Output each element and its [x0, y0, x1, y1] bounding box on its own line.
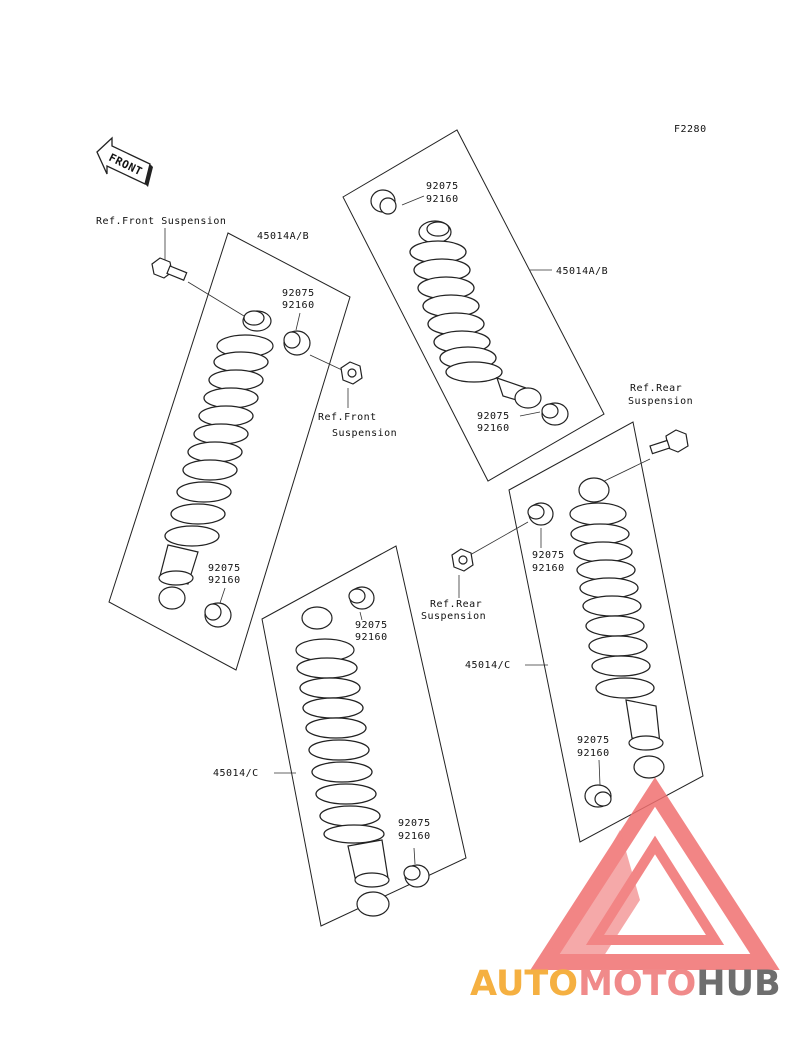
assembly-frame-rear-right	[508, 421, 704, 843]
shock-absorber-rear-left	[261, 545, 467, 927]
shock-absorber-front-left	[108, 228, 363, 671]
ref-rear-suspension-nut-label: Ref.Rear	[430, 599, 482, 610]
assembly-label-45014ab-left: 45014A/B	[257, 231, 309, 242]
bolt-front-left	[151, 257, 188, 281]
part-number-92075: 92075	[532, 550, 565, 561]
part-number-92160: 92160	[282, 300, 315, 311]
assembly-label-45014c-bottom: 45014/C	[213, 768, 259, 779]
part-number-92160: 92160	[355, 632, 388, 643]
figure-code: F2280	[674, 124, 707, 135]
assembly-frame-front-right	[342, 129, 605, 482]
automotohub-watermark-logo	[530, 777, 780, 970]
coil-spring-front-left	[164, 351, 269, 547]
ref-front-suspension-nut-label: Ref.Front	[318, 412, 377, 423]
part-number-92160: 92160	[532, 563, 565, 574]
watermark-moto: MOTO	[578, 964, 696, 1004]
part-number-92160: 92160	[577, 748, 610, 759]
watermark-auto: AUTO	[470, 964, 578, 1004]
ref-rear-suspension-bolt-label: Ref.Rear	[630, 383, 682, 394]
ref-front-suspension-nut-label-2: Suspension	[332, 428, 397, 439]
coil-spring-rear-right	[570, 523, 655, 699]
part-number-92075: 92075	[477, 411, 510, 422]
part-number-92075: 92075	[208, 563, 241, 574]
ref-rear-suspension-nut-label-2: Suspension	[421, 611, 486, 622]
assembly-frame-front-left	[108, 232, 351, 671]
shock-absorber-rear-right	[451, 421, 704, 843]
part-number-92075: 92075	[282, 288, 315, 299]
part-number-92160: 92160	[426, 194, 459, 205]
part-number-92075: 92075	[355, 620, 388, 631]
coil-spring-front-right	[409, 240, 503, 383]
shock-absorber-front-right	[342, 129, 605, 482]
watermark-hub: HUB	[696, 964, 780, 1004]
assembly-frame-rear-left	[261, 545, 467, 927]
part-number-92160: 92160	[398, 831, 431, 842]
coil-spring-rear-left	[296, 657, 385, 844]
part-number-92160: 92160	[208, 575, 241, 586]
part-number-92075: 92075	[577, 735, 610, 746]
part-number-92075: 92075	[426, 181, 459, 192]
watermark-text: AUTOMOTOHUB	[470, 964, 781, 1004]
ref-front-suspension-label: Ref.Front Suspension	[96, 216, 226, 227]
ref-rear-suspension-bolt-label-2: Suspension	[628, 396, 693, 407]
front-arrow-icon: FRONT	[96, 136, 153, 187]
assembly-label-45014ab-right: 45014A/B	[556, 266, 608, 277]
part-number-92160: 92160	[477, 423, 510, 434]
assembly-label-45014c-right: 45014/C	[465, 660, 511, 671]
bolt-rear-right	[649, 429, 689, 455]
part-number-92075: 92075	[398, 818, 431, 829]
